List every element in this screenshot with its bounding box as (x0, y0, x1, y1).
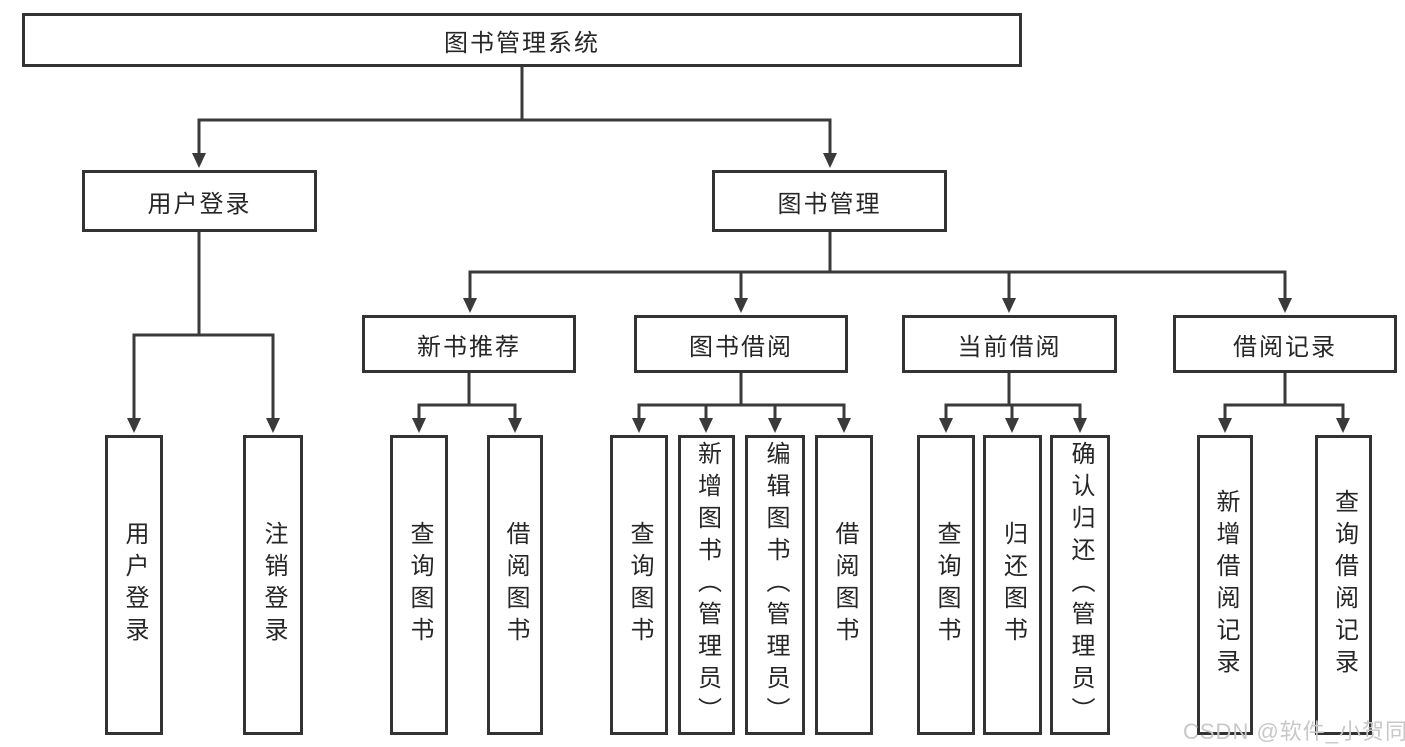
leaf-current-query-books: 查询图书 (917, 435, 975, 735)
csdn-watermark: CSDN @软件_小贺同学 (1183, 719, 1405, 744)
leaf-query-borrow-record: 查询借阅记录 (1315, 435, 1372, 735)
leaf-edit-book-admin: 编辑图书（管理员） (745, 435, 805, 735)
leaf-borrow-books: 借阅图书 (815, 435, 873, 735)
leaf-logout: 注销登录 (243, 435, 303, 735)
leaf-borrow-query-books-label: 查询图书 (626, 521, 653, 649)
connector-borrow-records-children (1218, 373, 1350, 433)
leaf-return-books-label: 归还图书 (999, 521, 1027, 649)
node-current-borrow: 当前借阅 (902, 315, 1117, 373)
node-book-borrow: 图书借阅 (634, 315, 848, 373)
node-library-system: 图书管理系统 (22, 13, 1022, 67)
node-book-management-label: 图书管理 (777, 190, 882, 218)
leaf-edit-book-admin-label: 编辑图书（管理员） (762, 441, 789, 729)
leaf-add-book-admin-label: 新增图书（管理员） (693, 441, 721, 729)
node-library-system-label: 图书管理系统 (444, 29, 600, 57)
leaf-user-login: 用户登录 (105, 435, 163, 735)
leaf-add-borrow-record-label: 新增借阅记录 (1212, 489, 1239, 681)
leaf-user-login-label: 用户登录 (121, 521, 148, 649)
leaf-current-query-books-label: 查询图书 (933, 521, 960, 649)
leaf-query-borrow-record-label: 查询借阅记录 (1330, 489, 1358, 681)
connector-book-borrow-children (632, 373, 851, 433)
leaf-add-book-admin: 新增图书（管理员） (678, 435, 735, 735)
connector-new-rec-children (412, 373, 522, 433)
connector-current-borrow-children (939, 373, 1087, 433)
node-user-login-label: 用户登录 (147, 190, 252, 218)
leaf-rec-query-books-label: 查询图书 (406, 521, 433, 649)
leaf-borrow-books-label: 借阅图书 (831, 521, 858, 649)
leaf-rec-borrow-books-label: 借阅图书 (502, 521, 529, 649)
leaf-add-borrow-record: 新增借阅记录 (1197, 435, 1253, 735)
leaf-confirm-return-admin: 确认归还（管理员） (1050, 435, 1110, 735)
node-borrow-records-label: 借阅记录 (1233, 333, 1337, 361)
node-new-book-recommend: 新书推荐 (362, 315, 576, 373)
leaf-rec-borrow-books: 借阅图书 (487, 435, 543, 735)
node-user-login: 用户登录 (82, 170, 317, 232)
node-book-management: 图书管理 (712, 170, 947, 232)
connector-root-to-level1 (192, 67, 837, 168)
leaf-return-books: 归还图书 (983, 435, 1042, 735)
node-new-book-recommend-label: 新书推荐 (417, 333, 521, 361)
leaf-logout-label: 注销登录 (260, 521, 287, 649)
leaf-rec-query-books: 查询图书 (390, 435, 448, 735)
connector-user-login-children (127, 232, 280, 433)
leaf-confirm-return-admin-label: 确认归还（管理员） (1067, 441, 1094, 729)
node-current-borrow-label: 当前借阅 (957, 333, 1062, 361)
leaf-borrow-query-books: 查询图书 (610, 435, 668, 735)
node-book-borrow-label: 图书借阅 (689, 333, 793, 361)
node-borrow-records: 借阅记录 (1173, 315, 1397, 373)
connector-book-mgmt-children (463, 232, 1292, 313)
